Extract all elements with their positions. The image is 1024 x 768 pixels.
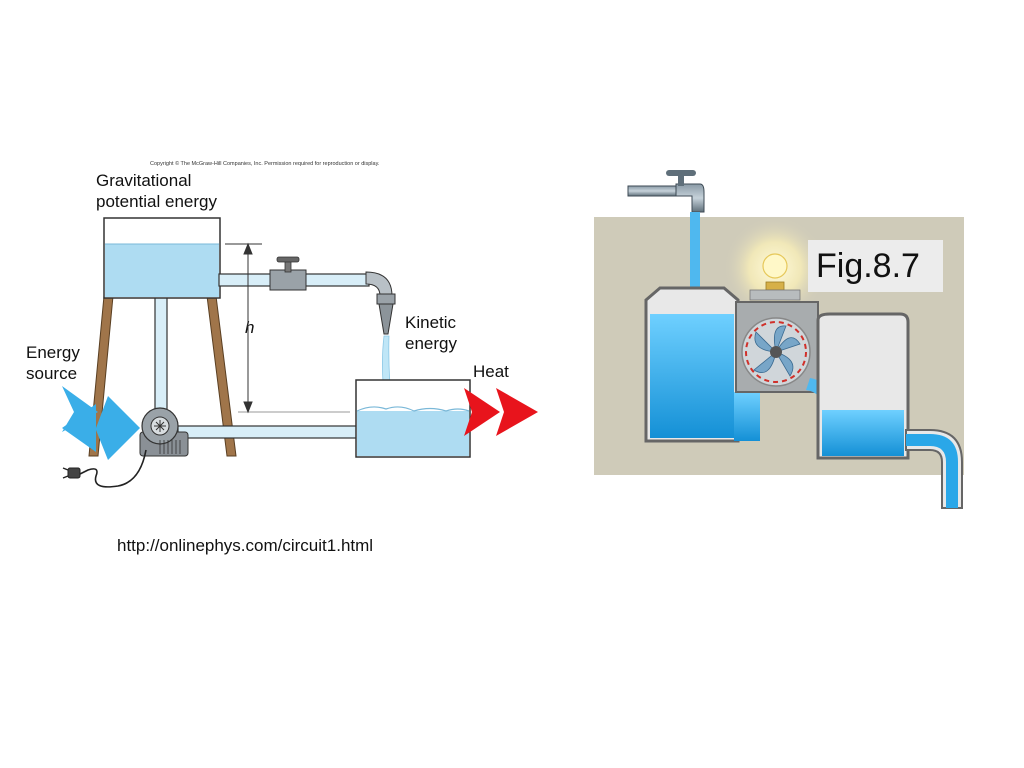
energy-source-arrow xyxy=(62,386,140,460)
upper-water-tank xyxy=(103,217,221,299)
label-gpe-line1: Gravitational xyxy=(96,171,192,190)
turbine-housing xyxy=(735,301,819,393)
copyright-notice: Copyright © The McGraw-Hill Companies, I… xyxy=(150,161,380,167)
faucet-icon xyxy=(627,170,705,213)
bottom-pipe xyxy=(177,425,361,439)
label-gravitational-potential-energy: Gravitational potential energy xyxy=(96,170,217,212)
label-energy-source: Energy source xyxy=(26,342,80,384)
height-indicator xyxy=(225,242,350,414)
light-bulb-icon xyxy=(749,253,801,301)
label-heat: Heat xyxy=(473,362,509,381)
label-height-h: h xyxy=(245,318,255,337)
figure-label: Fig.8.7 xyxy=(808,240,943,292)
label-energy-line2: source xyxy=(26,364,78,383)
label-ke-line2: energy xyxy=(405,334,457,353)
label-energy-line1: Energy xyxy=(26,343,80,362)
label-gpe-line2: potential energy xyxy=(96,192,217,211)
label-kinetic-energy: Kinetic energy xyxy=(405,312,457,354)
heat-arrow xyxy=(464,388,538,436)
left-water-chamber xyxy=(644,286,740,443)
valve-icon xyxy=(269,256,307,291)
source-url: http://onlinephys.com/circuit1.html xyxy=(117,536,374,555)
right-water-chamber xyxy=(816,312,910,460)
vertical-pipe xyxy=(154,295,168,413)
falling-water-stream xyxy=(690,212,700,312)
lower-water-tank xyxy=(355,379,471,458)
pump-icon xyxy=(139,407,189,457)
power-cord-icon xyxy=(62,449,147,488)
outlet-pipe xyxy=(905,429,963,509)
nozzle-elbow-icon xyxy=(365,271,396,335)
label-ke-line1: Kinetic xyxy=(405,313,457,332)
connecting-channel xyxy=(734,392,760,441)
